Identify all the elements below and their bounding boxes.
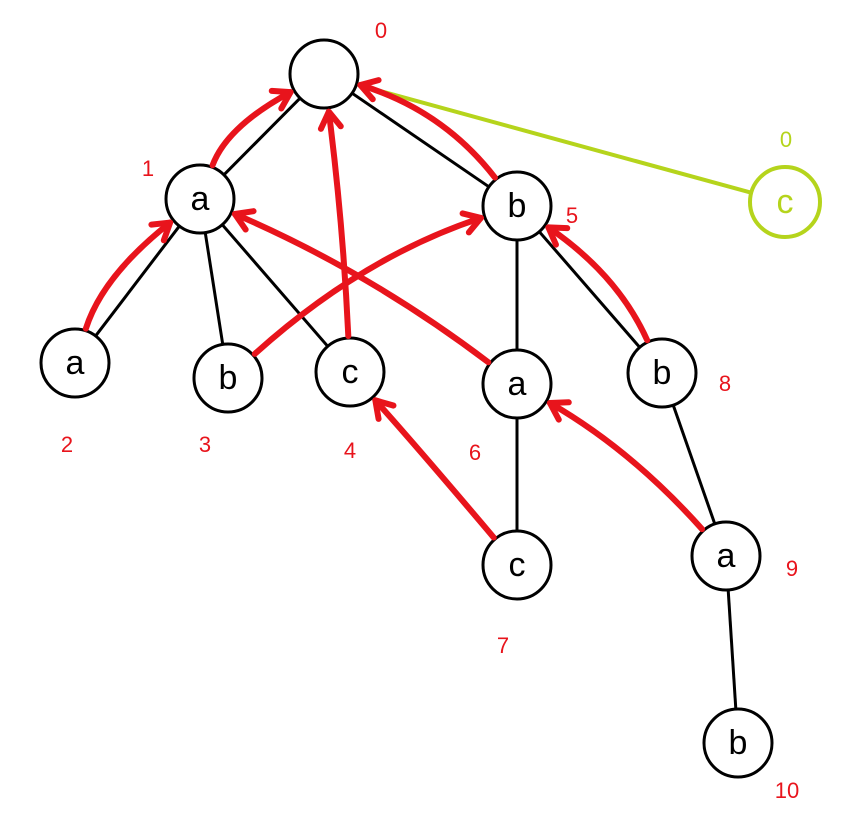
node-char: a xyxy=(191,180,210,218)
fail-link-arrowhead xyxy=(148,219,174,244)
trie-node-7: c xyxy=(481,529,553,601)
node-char: b xyxy=(729,724,748,762)
node-index-label: 2 xyxy=(61,432,73,457)
fail-link-path xyxy=(372,397,497,541)
fail-link-path xyxy=(82,219,174,332)
fail-link-1-0 xyxy=(209,87,294,169)
fail-link-arrowhead xyxy=(459,210,484,236)
fail-link-9-6 xyxy=(546,399,706,533)
tree-edge-1-2 xyxy=(94,225,181,337)
trie-node-2: a xyxy=(39,327,111,399)
node-circle xyxy=(481,529,553,601)
node-index-label: 0 xyxy=(375,18,387,43)
fail-link-3-5 xyxy=(251,210,484,357)
node-index-label: 5 xyxy=(566,203,578,228)
node-circle xyxy=(690,520,762,592)
node-circle xyxy=(164,163,236,235)
node-circle xyxy=(626,337,698,409)
fail-link-arrowhead xyxy=(317,108,344,132)
node-index-label: 4 xyxy=(344,438,356,463)
fail-link-path xyxy=(546,399,706,533)
tree-edges xyxy=(94,91,738,710)
fail-links xyxy=(82,77,706,541)
trie-node-6: a xyxy=(481,348,553,420)
tree-edge-1-4 xyxy=(221,223,329,348)
node-char: b xyxy=(219,359,238,397)
node-index-label: 3 xyxy=(199,432,211,457)
fail-link-5-0 xyxy=(357,77,498,181)
trie-node-4: c xyxy=(314,336,386,408)
tree-edge-0-5 xyxy=(351,91,490,189)
tree-edge-9-10 xyxy=(726,589,738,710)
trie-node-8: b xyxy=(626,337,698,409)
fail-link-arrowhead xyxy=(268,87,294,112)
node-circle xyxy=(192,342,264,414)
node-index-label: 10 xyxy=(775,778,799,803)
fail-link-path xyxy=(325,108,352,340)
fail-link-path xyxy=(357,82,498,181)
trie-node-10: b xyxy=(702,707,774,779)
node-circle xyxy=(288,38,360,110)
node-index-label: 9 xyxy=(786,556,798,581)
fail-link-6-1 xyxy=(231,208,492,366)
node-circle xyxy=(39,327,111,399)
node-char: a xyxy=(717,537,736,575)
fail-link-4-0 xyxy=(317,108,352,340)
fail-link-2-1 xyxy=(82,219,174,332)
node-char: a xyxy=(66,344,85,382)
node-char: c xyxy=(342,353,359,391)
fail-link-arrowhead xyxy=(546,399,572,423)
node-index-label: 1 xyxy=(142,156,154,181)
highlight-node-index: 0 xyxy=(780,127,792,152)
index-labels: 0 1 2 3 4 5 6 7 8 9 10 xyxy=(61,18,799,803)
tree-edge-8-9 xyxy=(671,404,717,525)
node-char: a xyxy=(508,365,527,403)
fail-link-path xyxy=(231,211,492,366)
fail-link-path xyxy=(545,224,651,344)
highlight-node-circle xyxy=(748,165,822,239)
fail-link-arrowhead xyxy=(231,208,257,233)
trie-node-1: a xyxy=(164,163,236,235)
tree-edge-5-8 xyxy=(538,230,641,349)
trie-node-5: b xyxy=(481,170,553,242)
fail-link-7-4 xyxy=(372,397,497,541)
fail-link-path xyxy=(251,214,484,357)
node-index-label: 8 xyxy=(719,371,731,396)
fail-link-8-5 xyxy=(545,224,651,344)
node-index-label: 7 xyxy=(497,633,509,658)
fail-link-arrowhead xyxy=(372,397,397,422)
node-circle xyxy=(481,170,553,242)
node-index-label: 6 xyxy=(469,440,481,465)
node-circle xyxy=(481,348,553,420)
trie-nodes: a a b c b a c b a b xyxy=(39,38,774,779)
fail-link-path xyxy=(209,89,294,169)
fail-link-arrowhead xyxy=(545,224,571,248)
highlight-link-line xyxy=(361,84,751,195)
node-char: c xyxy=(509,546,526,584)
node-circle xyxy=(702,707,774,779)
highlight-node-char: c xyxy=(777,183,794,221)
trie-node-3: b xyxy=(192,342,264,414)
tree-edge-1-3 xyxy=(203,232,225,345)
tree-edge-0-1 xyxy=(222,97,302,176)
node-char: b xyxy=(653,354,672,392)
trie-node-9: a xyxy=(690,520,762,592)
highlight-node: c0 xyxy=(748,127,822,239)
highlight-link xyxy=(361,84,751,195)
trie-node-0 xyxy=(288,38,360,110)
fail-link-arrowhead xyxy=(357,77,382,103)
node-char: b xyxy=(508,187,527,225)
